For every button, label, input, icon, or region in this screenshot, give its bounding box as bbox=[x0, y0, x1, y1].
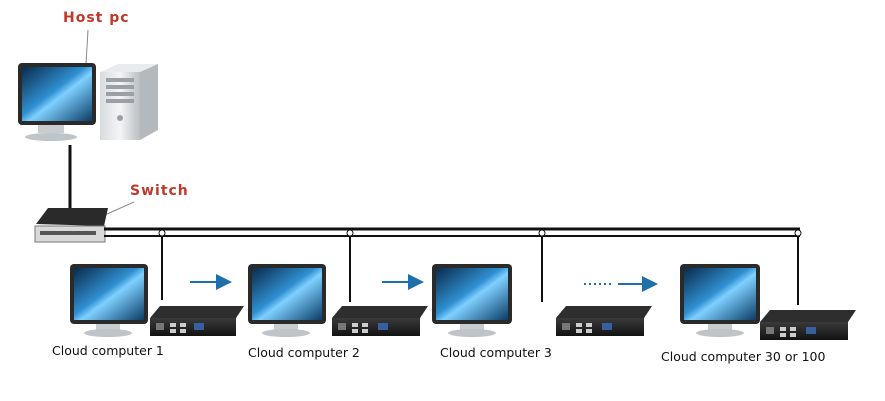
bus-junction bbox=[538, 229, 546, 237]
bus-junction bbox=[794, 229, 802, 237]
client-1-label: Cloud computer 1 bbox=[52, 343, 164, 358]
host-tower-icon bbox=[100, 64, 158, 140]
switch-label: Switch bbox=[130, 183, 189, 199]
bus-junction bbox=[158, 229, 166, 237]
client-3-box-icon bbox=[556, 306, 652, 336]
switch-icon bbox=[34, 208, 108, 243]
client-1-monitor-icon bbox=[70, 264, 148, 337]
host-label-leader bbox=[85, 29, 89, 65]
host-monitor-icon bbox=[18, 63, 96, 141]
client-3-label: Cloud computer 3 bbox=[440, 345, 552, 360]
host-label: Host pc bbox=[63, 10, 130, 26]
client-last-monitor-icon bbox=[680, 264, 760, 337]
client-3-monitor-icon bbox=[432, 264, 512, 337]
client-last-label: Cloud computer 30 or 100 bbox=[661, 349, 826, 364]
bus-junction bbox=[346, 229, 354, 237]
client-2-box-icon bbox=[332, 306, 428, 336]
client-2-monitor-icon bbox=[248, 264, 326, 337]
client-1-box-icon bbox=[150, 306, 244, 336]
client-last-box-icon bbox=[760, 310, 856, 340]
client-2-label: Cloud computer 2 bbox=[248, 345, 360, 360]
